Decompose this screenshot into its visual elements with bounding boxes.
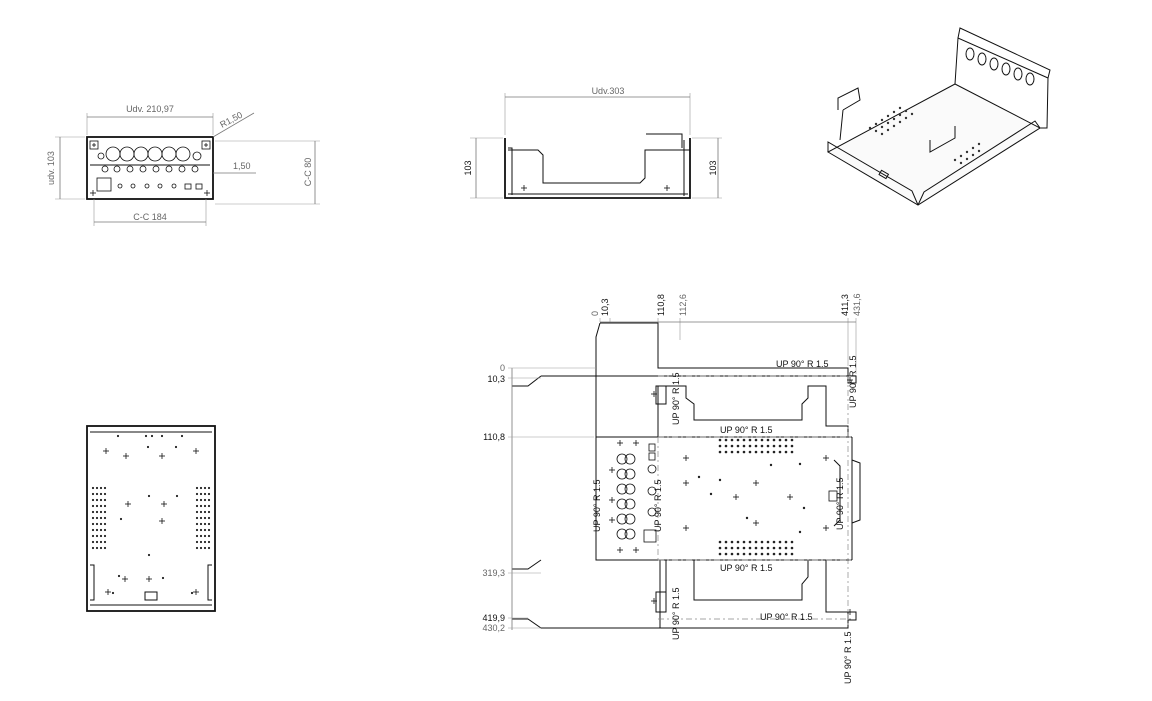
front-view-outline	[86, 136, 214, 200]
top-dim-1: 10,3	[600, 298, 610, 316]
bend-note-mid-vertical: UP 90° R 1.5	[653, 480, 663, 532]
top-dim-4: 411,3	[840, 294, 850, 316]
bend-note-right-vertical: UP 90° R 1.5	[835, 478, 845, 530]
side-view: Udv.303 103 103	[463, 86, 722, 199]
side-view-right-height-label: 103	[708, 160, 718, 175]
bend-note-top-mid: UP 90° R 1.5	[720, 425, 772, 435]
top-dim-5: 431,6	[852, 293, 862, 316]
left-dim-3: 319,3	[482, 568, 505, 578]
left-dim-5: 430,2	[482, 623, 505, 633]
front-view-cc-horizontal-label: C-C 184	[133, 212, 167, 222]
flat-pattern-bend-notes: UP 90° R 1.5 UP 90° R 1.5 UP 90° R 1.5 U…	[592, 356, 858, 684]
top-dim-3: 112,6	[678, 294, 688, 316]
front-view-corner-marks	[89, 140, 211, 196]
isometric-view-icon	[826, 27, 1051, 206]
front-view-thickness-label: 1,50	[233, 161, 251, 171]
isometric-holes	[965, 47, 1035, 86]
left-dim-1: 10,3	[487, 374, 505, 384]
top-dim-0: 0	[590, 311, 600, 316]
front-view-height-label: udv. 103	[46, 151, 56, 185]
bend-note-left-vertical: UP 90° R 1.5	[592, 480, 602, 532]
bend-note-right-bottom: UP 90° R 1.5	[843, 632, 853, 684]
bend-note-lower-flange: UP 90° R 1.5	[671, 588, 681, 640]
top-dim-2: 110,8	[656, 294, 666, 316]
bottom-view	[86, 425, 216, 612]
left-dim-0: 0	[500, 363, 505, 373]
left-dim-2: 110,8	[483, 432, 505, 442]
flat-pattern-crosses	[609, 377, 853, 615]
flat-pattern: 0 10,3 110,8 112,6 411,3 431,6 0 10,3 11…	[482, 293, 862, 684]
bottom-view-vents	[91, 434, 211, 595]
front-view-width-label: Udv. 210,97	[126, 104, 174, 114]
bottom-view-crosses	[103, 448, 199, 595]
flat-pattern-left-dimensions: 0 10,3 110,8 319,3 419,9 430,2	[482, 363, 596, 633]
bottom-view-outline	[86, 425, 216, 612]
front-view-cc-vertical-label: C-C 80	[303, 158, 313, 187]
front-view-small-holes	[96, 165, 203, 192]
bend-note-bottom-right: UP 90° R 1.5	[760, 612, 812, 622]
flat-pattern-top-dimensions: 0 10,3 110,8 112,6 411,3 431,6	[590, 293, 862, 374]
flat-pattern-vents	[697, 438, 806, 556]
bend-note-right-top: UP 90° R 1.5	[848, 356, 858, 408]
side-view-width-label: Udv.303	[592, 86, 625, 96]
isometric-vent-pattern	[868, 106, 981, 165]
bend-note-top-right: UP 90° R 1.5	[776, 359, 828, 369]
left-dim-4: 419,9	[482, 613, 505, 623]
flat-pattern-connector-holes	[616, 443, 838, 543]
bend-note-bottom-mid: UP 90° R 1.5	[720, 563, 772, 573]
bend-note-upper-flange: UP 90° R 1.5	[671, 373, 681, 425]
front-view-large-holes	[97, 146, 202, 162]
front-view: Udv. 210,97 R1,50 1,50 udv. 103 C-C 80 C…	[46, 104, 320, 226]
side-view-outline	[504, 138, 691, 199]
side-view-left-height-label: 103	[463, 160, 473, 175]
